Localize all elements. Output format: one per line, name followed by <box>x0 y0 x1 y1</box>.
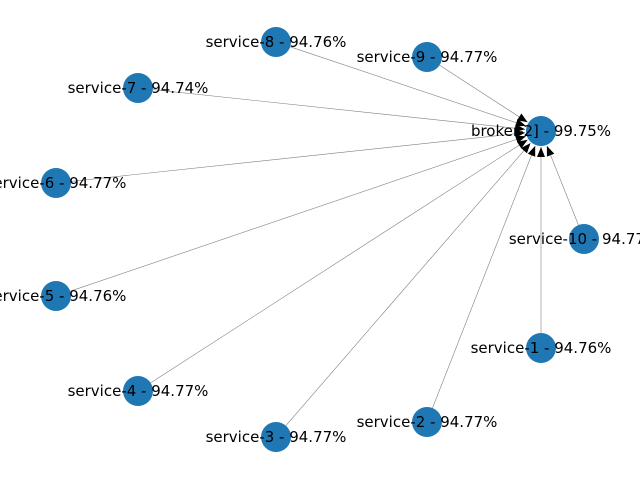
arrowhead-service-4 <box>517 139 528 149</box>
arrowhead-service-10 <box>546 145 555 157</box>
nodes-layer <box>41 27 599 452</box>
node-service-1[interactable] <box>526 333 556 363</box>
node-service-9[interactable] <box>412 42 442 72</box>
node-broker[interactable] <box>526 116 556 146</box>
arrowhead-service-6 <box>514 129 526 138</box>
node-label-service-10: service-10 - 94.77% <box>509 230 640 248</box>
node-service-5[interactable] <box>41 281 71 311</box>
arrowhead-service-2 <box>527 145 536 157</box>
node-service-8[interactable] <box>261 27 291 57</box>
edge-service-8-to-broker <box>290 46 526 127</box>
edge-service-10-to-broker <box>546 145 579 226</box>
arrowheads-layer <box>514 113 555 157</box>
edge-service-2-to-broker <box>432 145 536 409</box>
node-label-service-2: service-2 - 94.77% <box>357 413 498 431</box>
edge-service-7-to-broker <box>152 89 526 130</box>
node-label-service-9: service-9 - 94.77% <box>357 48 498 66</box>
arrowhead-service-3 <box>521 143 531 154</box>
node-label-service-7: service-7 - 94.74% <box>68 79 209 97</box>
node-service-7[interactable] <box>123 73 153 103</box>
node-label-service-1: service-1 - 94.76% <box>471 339 612 357</box>
node-service-3[interactable] <box>261 422 291 452</box>
node-label-service-5: service-5 - 94.76% <box>0 287 126 305</box>
edges-layer <box>70 46 579 426</box>
edge-service-3-to-broker <box>285 142 531 426</box>
edge-service-6-to-broker <box>70 132 526 182</box>
arrowhead-service-5 <box>515 135 526 144</box>
labels-layer: service-1 - 94.76% service-2 - 94.77% serv… <box>0 33 640 446</box>
node-label-service-6: service-6 - 94.77% <box>0 174 126 192</box>
node-label-broker: broker-2] - 99.75% <box>471 122 611 140</box>
edge-service-4-to-broker <box>150 139 528 384</box>
arrowhead-service-1 <box>537 147 545 157</box>
node-service-6[interactable] <box>41 168 71 198</box>
arrowhead-service-9 <box>517 113 528 123</box>
node-service-10[interactable] <box>569 224 599 254</box>
node-label-service-4: service-4 - 94.77% <box>68 382 209 400</box>
node-label-service-8: service-8 - 94.76% <box>206 33 347 51</box>
node-service-4[interactable] <box>123 376 153 406</box>
node-label-service-3: service-3 - 94.77% <box>206 428 347 446</box>
edge-service-5-to-broker <box>70 135 526 292</box>
node-service-2[interactable] <box>412 407 442 437</box>
edge-service-9-to-broker <box>439 64 528 123</box>
arrowhead-service-8 <box>515 118 526 127</box>
